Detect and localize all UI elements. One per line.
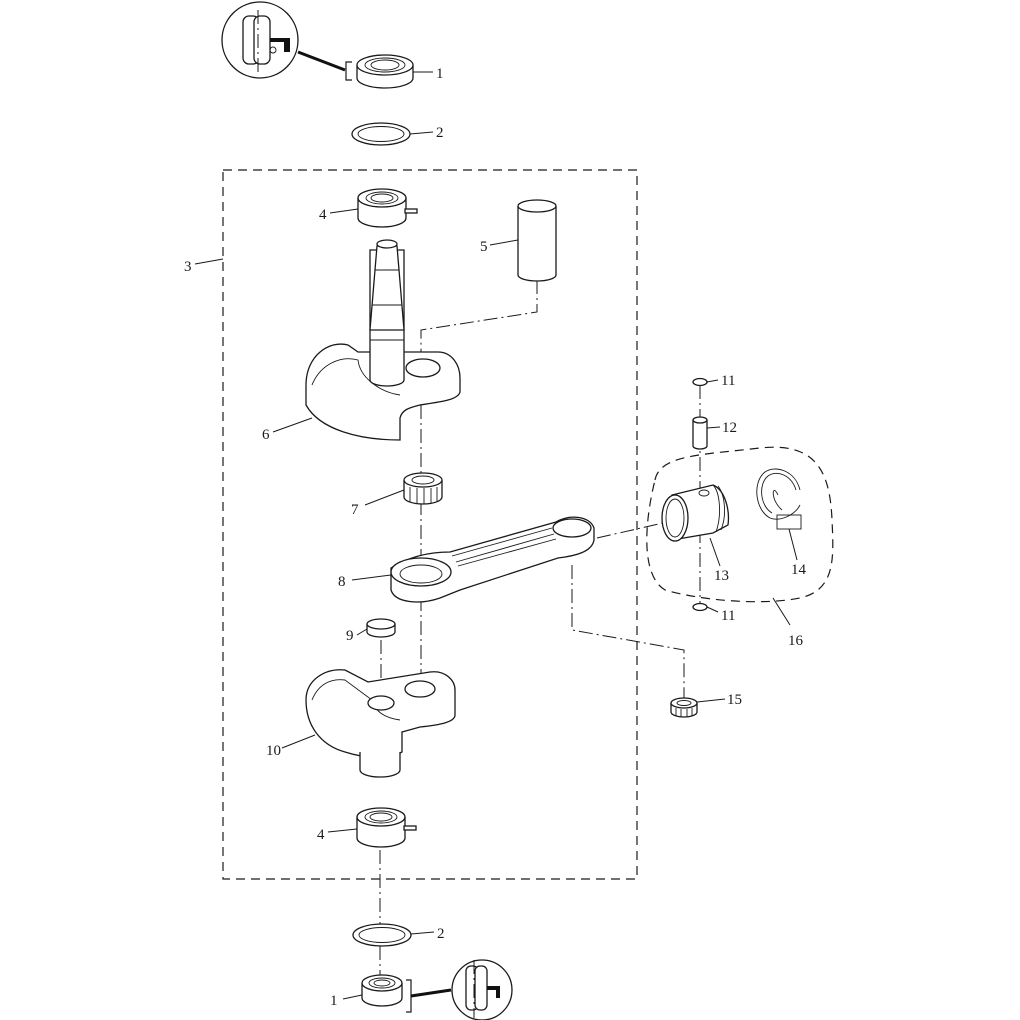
callout-11-bottom: 11	[721, 608, 735, 624]
callout-1-bottom: 1	[330, 993, 338, 1009]
assembly-16-boundary	[646, 446, 834, 603]
detail-view-top	[221, 1, 352, 81]
callout-4-top: 4	[319, 207, 327, 223]
part-o-ring-bottom	[352, 923, 412, 947]
callout-7: 7	[351, 502, 359, 518]
callout-1-top: 1	[436, 66, 444, 82]
part-circlip-bottom	[692, 602, 708, 612]
part-upper-crank-web	[305, 239, 461, 441]
callout-4-bottom: 4	[317, 827, 325, 843]
part-circlip-top	[692, 377, 708, 387]
callout-6: 6	[262, 427, 270, 443]
part-o-ring-top	[351, 122, 411, 146]
callout-3: 3	[184, 259, 192, 275]
part-piston	[661, 484, 730, 542]
assembly-3-boundary	[222, 169, 638, 880]
part-plug	[366, 618, 396, 638]
callout-2-bottom: 2	[437, 926, 445, 942]
callout-16: 16	[788, 633, 804, 649]
callout-9: 9	[346, 628, 354, 644]
callout-8: 8	[338, 574, 346, 590]
part-crank-pin	[517, 199, 557, 282]
part-ball-bearing-bottom	[361, 974, 403, 1007]
part-bearing-with-pin-bottom	[356, 807, 417, 848]
part-bearing-with-pin-top	[357, 188, 418, 228]
callout-11-top: 11	[721, 373, 735, 389]
part-needle-bearing-big-end	[403, 472, 443, 505]
part-lower-crank-web	[305, 669, 456, 778]
centerline-small-end	[571, 565, 685, 700]
callout-5: 5	[480, 239, 488, 255]
callout-2-top: 2	[436, 125, 444, 141]
callout-15: 15	[727, 692, 742, 708]
detail-view-bottom	[406, 959, 513, 1020]
part-piston-rings	[756, 468, 802, 530]
callout-13: 13	[714, 568, 729, 584]
callout-12: 12	[722, 420, 737, 436]
part-piston-pin	[692, 416, 708, 450]
part-ball-bearing-top	[356, 54, 414, 89]
callout-14: 14	[791, 562, 807, 578]
part-needle-bearing-small-end	[670, 697, 698, 718]
centerline-crankpin	[420, 280, 538, 365]
part-connecting-rod	[390, 516, 595, 603]
callout-10: 10	[266, 743, 281, 759]
